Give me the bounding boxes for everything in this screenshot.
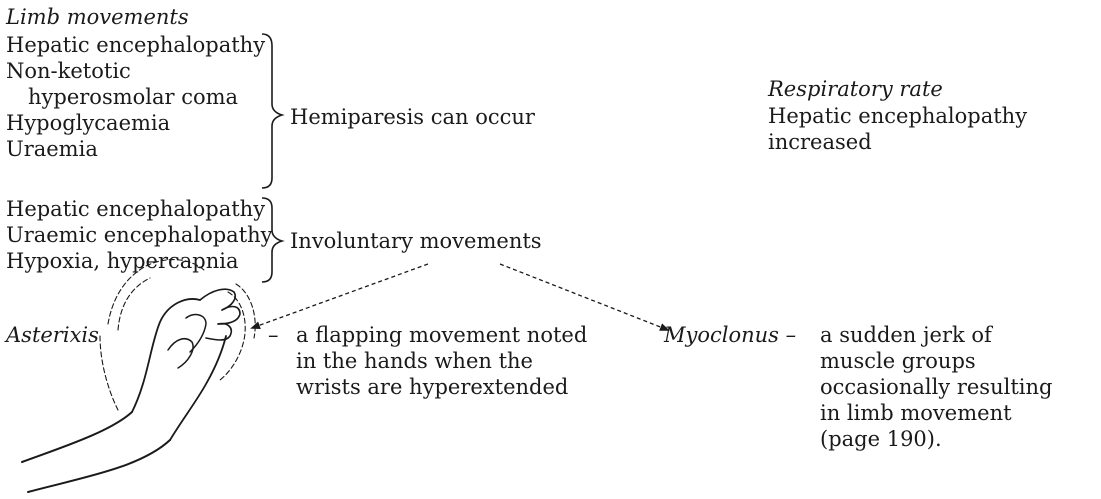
asterixis-term: Asterixis xyxy=(6,322,99,348)
flapping-hand-icon xyxy=(22,260,255,492)
asterixis-dash: – xyxy=(268,322,279,348)
dashed-arrow-right xyxy=(500,264,668,330)
myoclonus-description-line: occasionally resulting xyxy=(820,374,1052,400)
asterixis-description-line: wrists are hyperextended xyxy=(296,374,587,400)
asterixis-description-line: in the hands when the xyxy=(296,348,587,374)
asterixis-description-line: a flapping movement noted xyxy=(296,322,587,348)
brace-icon xyxy=(262,198,282,282)
myoclonus-description-line: in limb movement xyxy=(820,400,1052,426)
myoclonus-description-line: muscle groups xyxy=(820,348,1052,374)
myoclonus-term: Myoclonus – xyxy=(664,322,796,348)
myoclonus-description-line: (page 190). xyxy=(820,426,1052,452)
myoclonus-description-line: a sudden jerk of xyxy=(820,322,1052,348)
dashed-arrow-left xyxy=(252,264,428,328)
myoclonus-description: a sudden jerk of muscle groups occasiona… xyxy=(820,322,1052,452)
brace-icon xyxy=(262,34,282,188)
asterixis-description: a flapping movement noted in the hands w… xyxy=(296,322,587,400)
